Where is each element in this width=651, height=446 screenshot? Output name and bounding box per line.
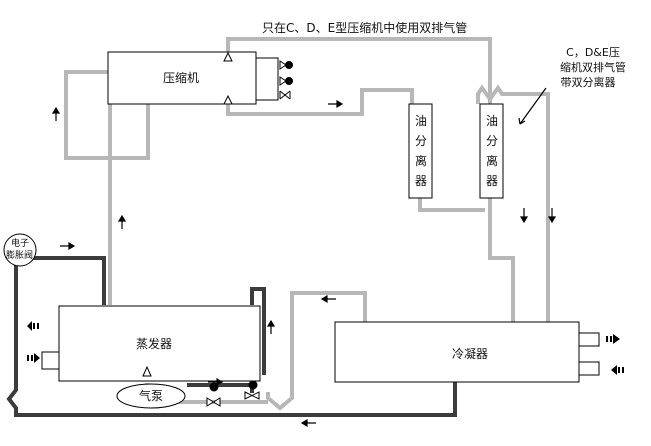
condenser-outlet-line: [266, 291, 367, 411]
evaporator-label: 蒸发器: [136, 337, 173, 351]
pump-check-icon: [142, 365, 152, 377]
arrow-up-icon: [51, 106, 61, 121]
condenser-port-lower: [578, 361, 600, 376]
bottom-return-line: [6, 256, 457, 417]
compressor-label: 压缩机: [163, 71, 200, 85]
block-arrow-right-icon: [27, 353, 40, 363]
block-arrow-left-icon: [27, 321, 39, 331]
compressor-port: [255, 57, 279, 101]
oil-separator-2-label: 油分离器: [485, 114, 498, 188]
double-separator-line: [476, 84, 550, 322]
valve-icon: [279, 90, 291, 100]
valve-icon: [279, 76, 287, 86]
pointer-line: [518, 87, 547, 125]
exv-label-line1: 电子: [11, 239, 30, 249]
air-pump-label: 气泵: [139, 389, 164, 403]
oil-separator-2-box: [479, 103, 504, 199]
pump-outlet-line: [187, 383, 254, 393]
separator-1-to-condenser-line: [418, 198, 485, 212]
valve-knob-icon: [209, 382, 219, 392]
double-separator-note-line1: C，D&E压: [566, 46, 620, 59]
compressor-valves: [223, 51, 293, 105]
evaporator-return-loop: [250, 287, 266, 375]
evaporator-port: [41, 351, 60, 370]
check-valve-bottom-icon: [223, 94, 233, 105]
block-arrow-right-icon: [606, 334, 620, 344]
block-arrow-left-icon: [611, 365, 624, 375]
arrow-up-icon: [117, 214, 127, 229]
flow-arrows: [51, 87, 557, 428]
arrow-down-icon: [547, 208, 557, 224]
double-separator-note-line3: 带双分离器: [560, 76, 616, 89]
arrow-right-icon: [60, 241, 76, 251]
discharge-to-separator-1-line: [226, 88, 414, 116]
evaporator-box: [58, 305, 261, 382]
arrow-right-icon: [208, 377, 224, 387]
condenser-port-upper: [578, 332, 600, 347]
valve-bowtie-icon: [206, 397, 221, 407]
air-pump-shape: [116, 383, 186, 409]
arrow-left-icon: [320, 294, 336, 304]
check-valve-top-icon: [223, 51, 233, 62]
arrow-left-icon: [300, 418, 316, 428]
exv-circle: [3, 233, 37, 267]
valve-bowtie-icon: [244, 391, 260, 400]
arrow-down-icon: [519, 208, 529, 224]
exv-label-line2: 膨胀阀: [6, 251, 34, 261]
exv-to-evaporator-line: [34, 256, 106, 305]
liquid-piping: [6, 256, 457, 417]
valve-knob-icon: [248, 380, 258, 390]
valve-knob-icon: [285, 61, 293, 69]
oil-separator-1-box: [408, 103, 433, 199]
condenser-label: 冷凝器: [452, 347, 489, 361]
suction-line: [64, 70, 150, 305]
oil-separator-1-label: 油分离器: [414, 114, 427, 188]
evaporator-valves: [142, 365, 260, 407]
valve-icon: [279, 60, 287, 70]
arrow-right-icon: [328, 99, 344, 109]
double-separator-note-line2: 缩机双排气管: [560, 61, 626, 74]
valve-knob-icon: [285, 77, 293, 85]
arrow-up-icon: [266, 319, 276, 334]
block-arrows: [27, 321, 624, 375]
double-exhaust-note: 只在C、D、E型压缩机中使用双排气管: [262, 21, 468, 35]
condenser-box: [334, 321, 580, 383]
